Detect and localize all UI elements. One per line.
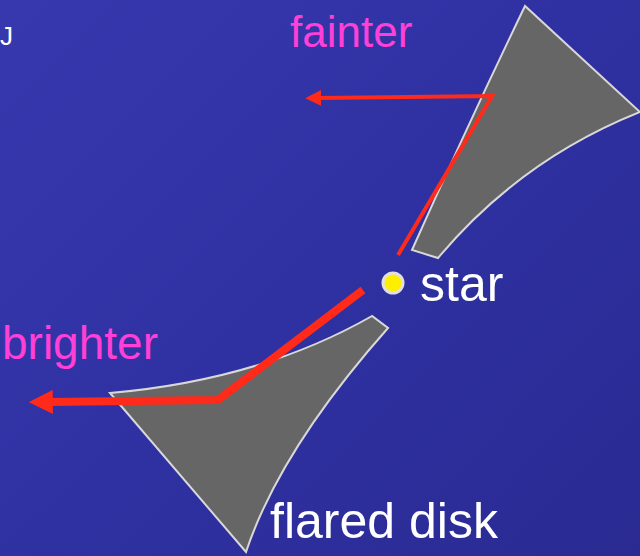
light-ray: [318, 96, 492, 255]
disk-half: [412, 6, 640, 258]
object-label: flared disk: [270, 494, 498, 549]
ray-label: fainter: [290, 8, 412, 56]
cut-letter: J: [0, 22, 13, 51]
object-label: star: [420, 257, 503, 312]
star-dot: [383, 273, 403, 293]
ray-label: brighter: [2, 318, 158, 369]
